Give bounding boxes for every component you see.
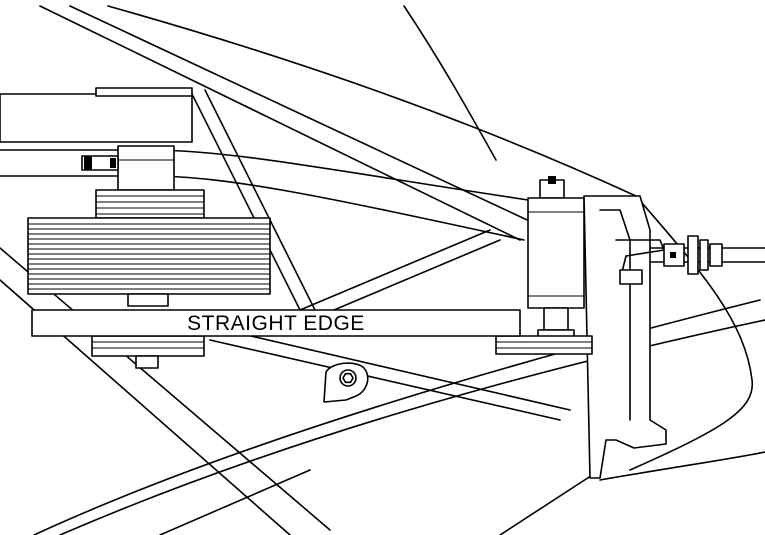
drive-shaft-coupling [649,235,765,275]
drive-pulley-stack [495,335,593,355]
gearbox-housing [527,176,667,479]
idler-pulley-stack [27,145,271,369]
pulley-grooves [28,223,270,290]
upper-frame-beam [0,87,529,241]
straight-edge-label: STRAIGHT EDGE [187,312,365,335]
deck-shell [33,5,765,535]
adjuster-arm [323,362,369,403]
straight-edge-bar: STRAIGHT EDGE [31,309,521,337]
